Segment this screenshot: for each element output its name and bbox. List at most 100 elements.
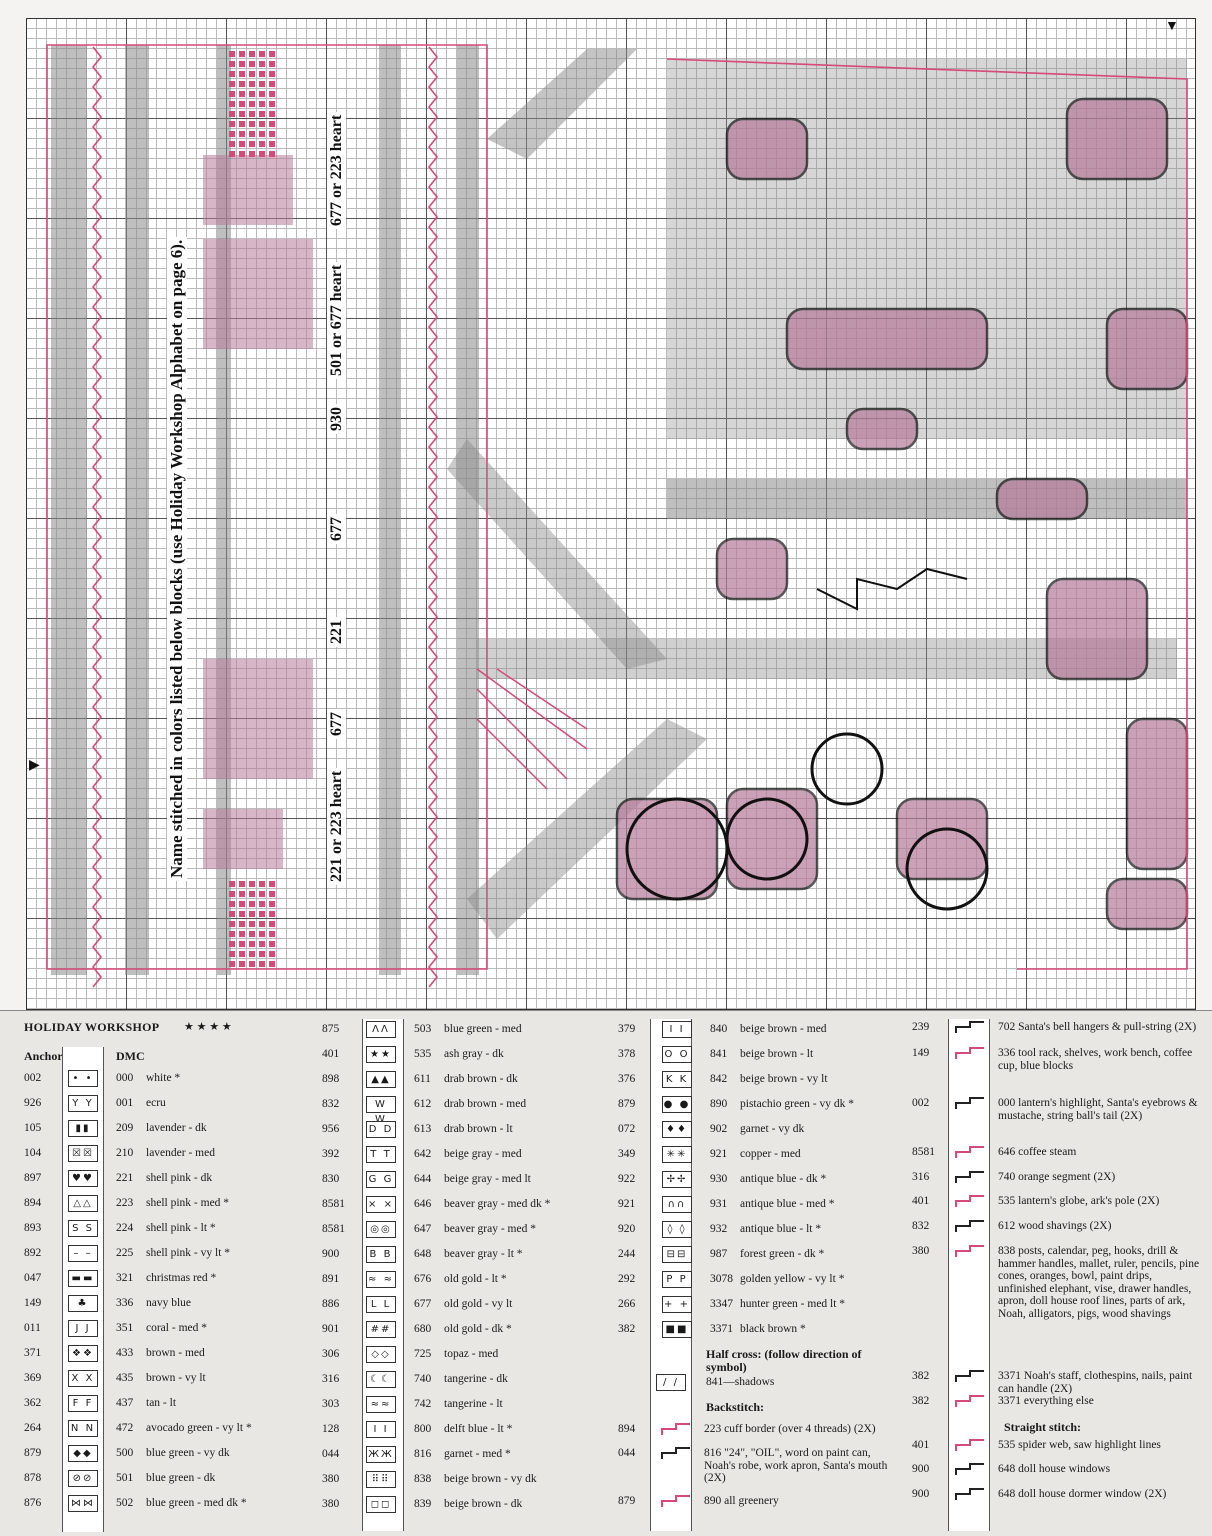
heart-stitch (259, 951, 265, 957)
anchor-number: 149 (24, 1297, 42, 1309)
dmc-number: 221 (116, 1172, 134, 1184)
heart-stitch (269, 111, 275, 117)
heart-stitch (249, 71, 255, 77)
stitch-symbol: × × (366, 1196, 396, 1213)
color-name: antique blue - med * (740, 1198, 835, 1210)
heart-stitch (259, 61, 265, 67)
heart-stitch (259, 131, 265, 137)
block-label-6: 677 (327, 709, 346, 739)
color-name: ash gray - dk (444, 1048, 504, 1060)
stitch-symbol: ⊘⊘ (68, 1470, 98, 1487)
line-sample-icon (955, 1047, 984, 1059)
stitch-symbol: D D (366, 1121, 396, 1138)
dmc-number: 987 (710, 1248, 728, 1260)
anchor-number: 921 (618, 1198, 636, 1210)
stitch-symbol: I I (366, 1421, 396, 1438)
stitch-description: 612 wood shavings (2X) (998, 1220, 1112, 1232)
anchor-number: 379 (618, 1023, 636, 1035)
stitch-symbol: ◊ ◊ (662, 1221, 692, 1238)
line-sample-icon (661, 1423, 690, 1435)
stitch-symbol: ✢✢ (662, 1171, 692, 1188)
motif-shape (845, 407, 919, 451)
dmc-number: 001 (116, 1097, 134, 1109)
backstitch-outline (666, 58, 1188, 970)
dmc-number: 351 (116, 1322, 134, 1334)
heart-stitch (259, 901, 265, 907)
stitch-symbol: ▮▮ (68, 1120, 98, 1137)
color-name: tan - lt (146, 1397, 177, 1409)
dmc-number: 3371 (710, 1323, 733, 1335)
color-name: avocado green - vy lt * (146, 1422, 252, 1434)
color-name: delft blue - lt * (444, 1423, 513, 1435)
dmc-number: 644 (414, 1173, 432, 1185)
color-name: topaz - med (444, 1348, 499, 1360)
color-name: drab brown - med (444, 1098, 527, 1110)
anchor-number: 878 (24, 1472, 42, 1484)
anchor-number: 382 (912, 1370, 930, 1382)
anchor-number: 832 (322, 1098, 340, 1110)
heart-stitch (239, 101, 245, 107)
dmc-number: 336 (116, 1297, 134, 1309)
anchor-number: 900 (912, 1463, 930, 1475)
heart-stitch (259, 71, 265, 77)
heart-stitch (229, 131, 235, 137)
dmc-number: 209 (116, 1122, 134, 1134)
color-name: garnet - med * (444, 1448, 511, 1460)
anchor-number: 369 (24, 1372, 42, 1384)
anchor-number: 362 (24, 1397, 42, 1409)
motif-shape (785, 307, 989, 371)
stitch-symbol: ❖❖ (68, 1345, 98, 1362)
stitch-symbol: Y Y (68, 1095, 98, 1112)
color-name: navy blue (146, 1297, 192, 1309)
anchor-number: 316 (912, 1171, 930, 1183)
letter-block-fill (203, 155, 293, 225)
dmc-number: 931 (710, 1198, 728, 1210)
anchor-number: 894 (618, 1423, 636, 1435)
heart-stitch (239, 121, 245, 127)
stitch-symbol: ▬▬ (68, 1270, 98, 1287)
heart-stitch (249, 131, 255, 137)
line-sample-icon (955, 1463, 984, 1475)
color-name: forest green - dk * (740, 1248, 825, 1260)
line-sample-icon (955, 1370, 984, 1382)
dmc-number: 500 (116, 1447, 134, 1459)
heart-stitch (259, 51, 265, 57)
heart-stitch (249, 151, 255, 157)
stitch-description: 223 cuff border (over 4 threads) (2X) (704, 1423, 876, 1435)
color-name: lavender - med (146, 1147, 215, 1159)
stitch-symbol: ⋈⋈ (68, 1495, 98, 1512)
heart-stitch (249, 931, 255, 937)
stitch-description: 535 lantern's globe, ark's pole (2X) (998, 1195, 1160, 1207)
color-name: beige brown - dk (444, 1498, 523, 1510)
stitch-description: 816 "24", "OIL", word on paint can, Noah… (704, 1447, 888, 1484)
stitch-symbol: ☾☾ (366, 1371, 396, 1388)
heart-stitch (239, 891, 245, 897)
heart-stitch (269, 101, 275, 107)
heart-stitch (269, 131, 275, 137)
line-sample-icon (955, 1439, 984, 1451)
color-name: tangerine - dk (444, 1373, 508, 1385)
anchor-number: 891 (322, 1273, 340, 1285)
heart-stitch (239, 931, 245, 937)
heart-stitch (259, 151, 265, 157)
stitch-symbol: ≈ ≈ (366, 1271, 396, 1288)
symbol-column-4 (948, 1019, 990, 1531)
block-label-2: 501 or 677 heart (327, 261, 346, 379)
heart-stitch (259, 941, 265, 947)
color-name: beige gray - med (444, 1148, 522, 1160)
anchor-number: 926 (24, 1097, 42, 1109)
dmc-number: 647 (414, 1223, 432, 1235)
